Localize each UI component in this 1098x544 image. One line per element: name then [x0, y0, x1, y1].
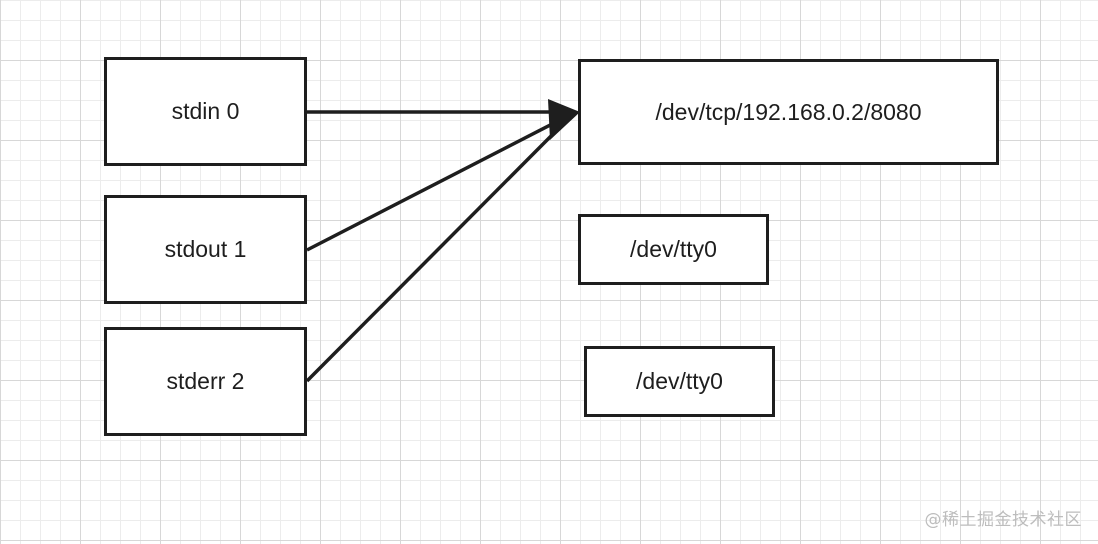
watermark: @稀土掘金技术社区	[924, 510, 1082, 530]
node-dev-tty0-first: /dev/tty0	[578, 214, 769, 285]
node-stdin-label: stdin 0	[171, 98, 240, 124]
node-dev-tcp-label: /dev/tcp/192.168.0.2/8080	[655, 98, 922, 125]
edge-stdout-to-tcp	[306, 119, 559, 252]
node-stderr: stderr 2	[104, 327, 307, 436]
edge-stderr-to-tcp	[305, 124, 563, 383]
node-dev-tty0-first-label: /dev/tty0	[630, 236, 717, 262]
node-dev-tcp: /dev/tcp/192.168.0.2/8080	[578, 59, 999, 165]
arrowhead-icon	[548, 99, 580, 140]
node-dev-tty0-second-label: /dev/tty0	[636, 368, 723, 394]
node-stdin: stdin 0	[104, 57, 307, 166]
node-stderr-label: stderr 2	[166, 368, 245, 394]
node-stdout-label: stdout 1	[164, 236, 247, 262]
node-stdout: stdout 1	[104, 195, 307, 304]
node-dev-tty0-second: /dev/tty0	[584, 346, 775, 417]
